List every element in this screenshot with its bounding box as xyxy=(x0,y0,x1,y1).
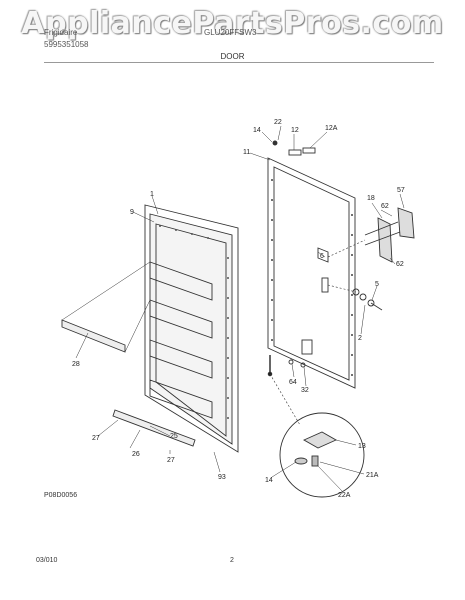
label-2: 2 xyxy=(358,335,362,342)
door-liner xyxy=(155,223,227,437)
label-32: 32 xyxy=(301,387,309,394)
label-21a: 21A xyxy=(366,472,379,479)
top-screw xyxy=(272,140,278,146)
lock-bracket xyxy=(317,247,329,263)
label-13: 13 xyxy=(358,443,366,450)
door-handle xyxy=(377,217,393,263)
label-27-bottom: 27 xyxy=(167,457,175,464)
label-12: 12 xyxy=(291,127,299,134)
brand-label: Frigidaire xyxy=(44,28,78,37)
hinge-pin xyxy=(311,455,319,467)
shelf-bar xyxy=(61,319,126,353)
publication-number: 5995351058 xyxy=(44,40,89,49)
watermark-logo: AppliancePartsPros.com xyxy=(21,6,444,41)
label-14-top: 14 xyxy=(253,127,261,134)
drawing-code: P08D0056 xyxy=(44,492,78,499)
header-divider xyxy=(44,62,434,63)
label-18: 18 xyxy=(367,195,375,202)
label-62-top: 62 xyxy=(381,203,389,210)
top-clip xyxy=(288,149,302,156)
label-12a: 12A xyxy=(325,125,338,132)
door-shelf-4 xyxy=(149,379,213,419)
label-9: 9 xyxy=(130,209,134,216)
hinge-bushing xyxy=(294,457,308,465)
label-22a: 22A xyxy=(338,492,351,499)
outer-door-inner-edge xyxy=(273,166,350,381)
detail-circle xyxy=(279,412,365,498)
handle-bracket xyxy=(397,207,415,239)
screw xyxy=(300,362,306,368)
outer-panel-slot xyxy=(301,339,313,355)
top-clip-12a xyxy=(302,147,316,154)
door-shelf-2 xyxy=(149,299,213,339)
hinge-pins xyxy=(267,355,273,377)
label-57: 57 xyxy=(397,187,405,194)
label-62-lower: 62 xyxy=(396,261,404,268)
door-shelf-1 xyxy=(149,261,213,301)
label-27-left: 27 xyxy=(92,435,100,442)
page-number: 2 xyxy=(230,557,234,564)
hinge-plate xyxy=(303,431,337,449)
door-shelf-3 xyxy=(149,339,213,379)
label-6: 6 xyxy=(320,253,324,260)
label-25: 25 xyxy=(170,433,178,440)
label-14-detail: 14 xyxy=(265,477,273,484)
label-22: 22 xyxy=(274,119,282,126)
footer-date: 03/010 xyxy=(36,557,58,564)
label-5: 5 xyxy=(375,281,379,288)
label-28: 28 xyxy=(72,361,80,368)
door-gasket xyxy=(149,213,233,445)
model-number: GLU20FFSW3 xyxy=(204,28,257,37)
label-26: 26 xyxy=(132,451,140,458)
section-title: DOOR xyxy=(220,52,245,61)
label-1: 1 xyxy=(150,191,154,198)
hardware-screws xyxy=(352,288,383,311)
label-64: 64 xyxy=(289,379,297,386)
label-93: 93 xyxy=(218,474,226,481)
label-11: 11 xyxy=(243,149,250,156)
lock-cylinder xyxy=(321,277,329,293)
door-body xyxy=(144,204,239,453)
outer-door-panel xyxy=(267,157,356,389)
washer xyxy=(288,359,294,365)
